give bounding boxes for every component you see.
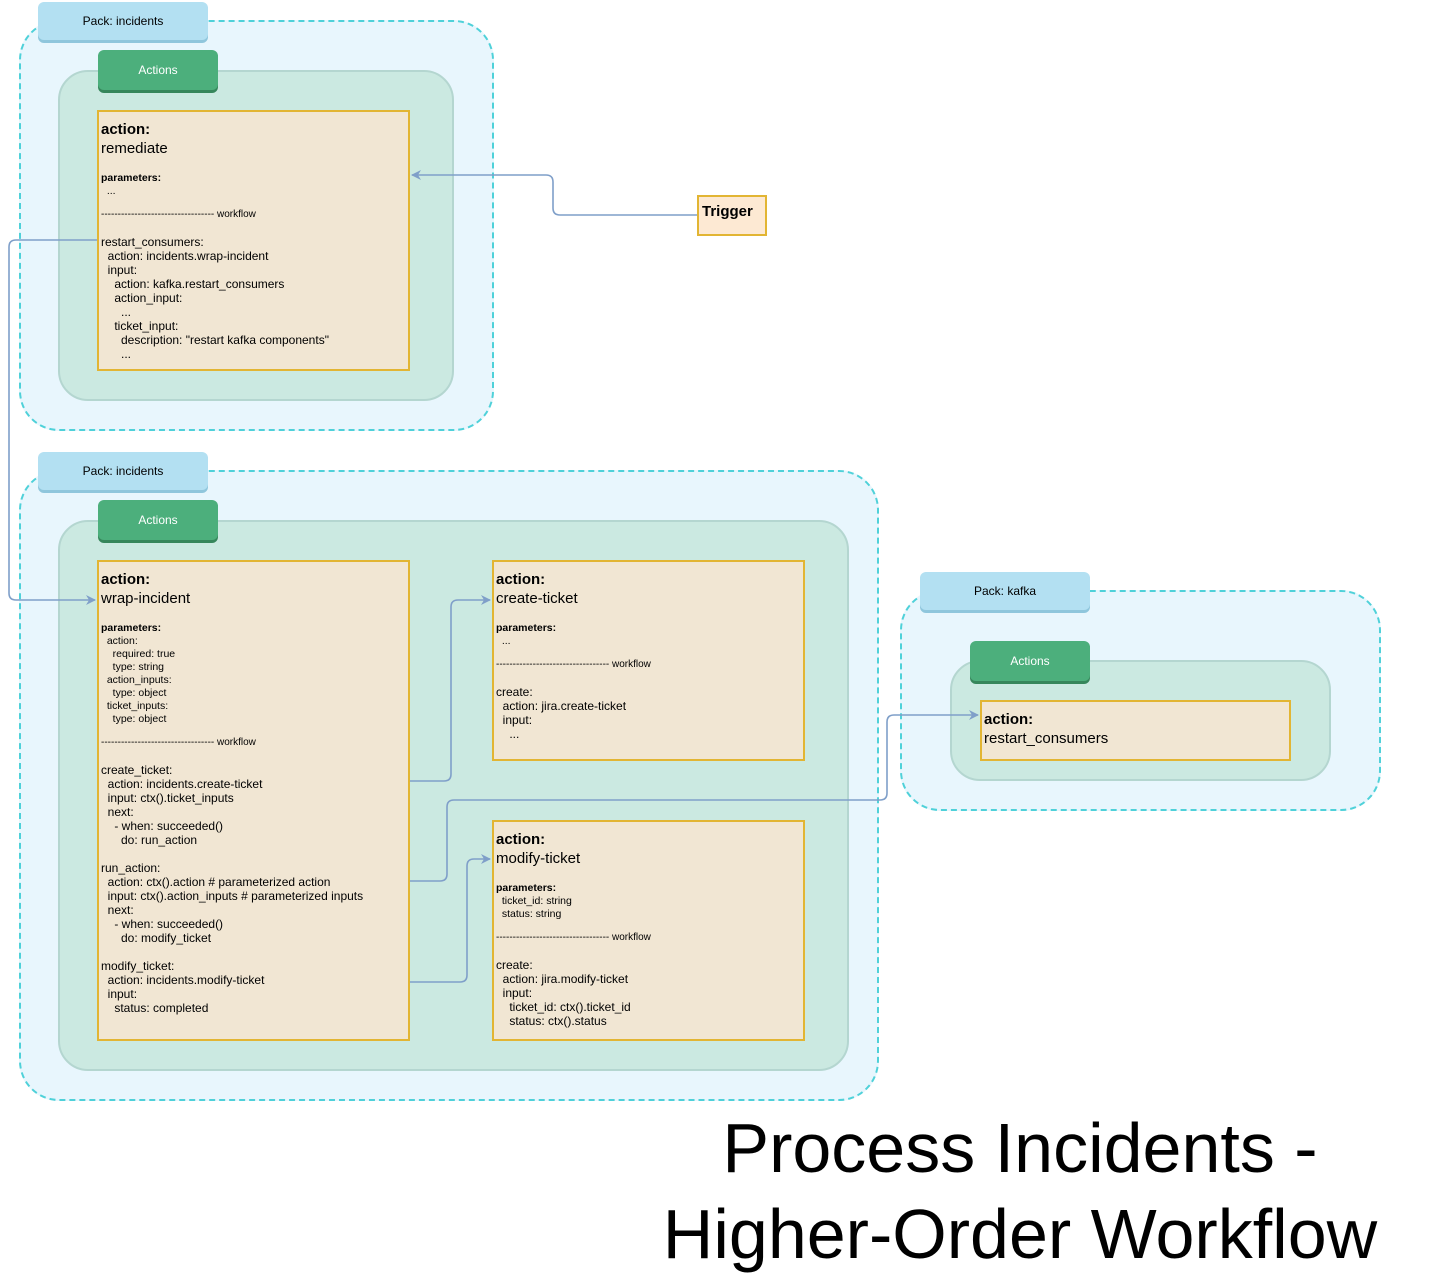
action-remediate-label: action: <box>101 121 151 138</box>
action-remediate-params-label: parameters: <box>101 172 162 184</box>
actions-tab-kafka: Actions <box>970 641 1090 681</box>
action-modify-ticket-separator: ---------------------------------- workf… <box>496 932 651 943</box>
edge-wrap-to-create-ticket <box>410 595 491 782</box>
action-wrap-incident-label: action: <box>101 571 151 588</box>
action-modify-ticket-params: ticket_id: string status: string <box>501 895 572 920</box>
action-remediate-workflow: restart_consumers: action: incidents.wra… <box>101 235 329 361</box>
action-wrap-incident-workflow: create_ticket: action: incidents.create-… <box>101 763 364 1015</box>
action-modify-ticket-label: action: <box>496 831 546 848</box>
diagram-title-line2: Higher-Order Workflow <box>662 1195 1378 1273</box>
pack-incidents-top-tab: Pack: incidents <box>38 2 208 40</box>
action-modify-ticket-params-label: parameters: <box>496 882 557 894</box>
action-wrap-incident-params-label: parameters: <box>101 622 162 634</box>
diagram-title-line1: Process Incidents - <box>722 1109 1318 1187</box>
diagram-title: Process Incidents - Higher-Order Workflo… <box>600 1105 1440 1277</box>
action-create-ticket-label: action: <box>496 571 546 588</box>
action-create-ticket-params: ... <box>496 635 511 647</box>
action-remediate-separator: ---------------------------------- workf… <box>101 209 256 220</box>
action-modify-ticket-name: modify-ticket <box>496 850 581 867</box>
edge-wrap-to-restart-consumers <box>410 710 979 882</box>
action-restart-consumers-name: restart_consumers <box>984 730 1109 747</box>
action-restart-consumers[interactable]: action: restart_consumers <box>980 700 1291 761</box>
pack-incidents-bottom-tab: Pack: incidents <box>38 452 208 490</box>
edge-trigger-to-remediate <box>411 170 697 216</box>
edge-remediate-to-wrap-incident <box>8 239 97 605</box>
action-create-ticket-workflow: create: action: jira.create-ticket input… <box>496 685 627 741</box>
action-create-ticket-separator: ---------------------------------- workf… <box>496 659 651 670</box>
action-create-ticket-params-label: parameters: <box>496 622 557 634</box>
edge-wrap-to-modify-ticket <box>410 854 491 983</box>
trigger-node[interactable]: Trigger <box>697 195 767 236</box>
action-wrap-incident-params: action: required: true type: string acti… <box>106 635 176 725</box>
action-create-ticket[interactable]: action: create-ticket parameters: ... --… <box>492 560 805 761</box>
action-wrap-incident-separator: ---------------------------------- workf… <box>101 737 256 748</box>
action-create-ticket-name: create-ticket <box>496 590 578 607</box>
actions-tab-top: Actions <box>98 50 218 90</box>
action-remediate-params: ... <box>101 185 116 197</box>
action-restart-consumers-label: action: <box>984 711 1034 728</box>
actions-tab-bottom: Actions <box>98 500 218 540</box>
action-wrap-incident-name: wrap-incident <box>101 590 191 607</box>
action-modify-ticket-workflow: create: action: jira.modify-ticket input… <box>496 958 631 1028</box>
action-remediate-name: remediate <box>101 140 168 157</box>
action-modify-ticket[interactable]: action: modify-ticket parameters: ticket… <box>492 820 805 1041</box>
action-remediate[interactable]: action: remediate parameters: ... ------… <box>97 110 410 371</box>
action-wrap-incident[interactable]: action: wrap-incident parameters: action… <box>97 560 410 1041</box>
pack-kafka-tab: Pack: kafka <box>920 572 1090 610</box>
